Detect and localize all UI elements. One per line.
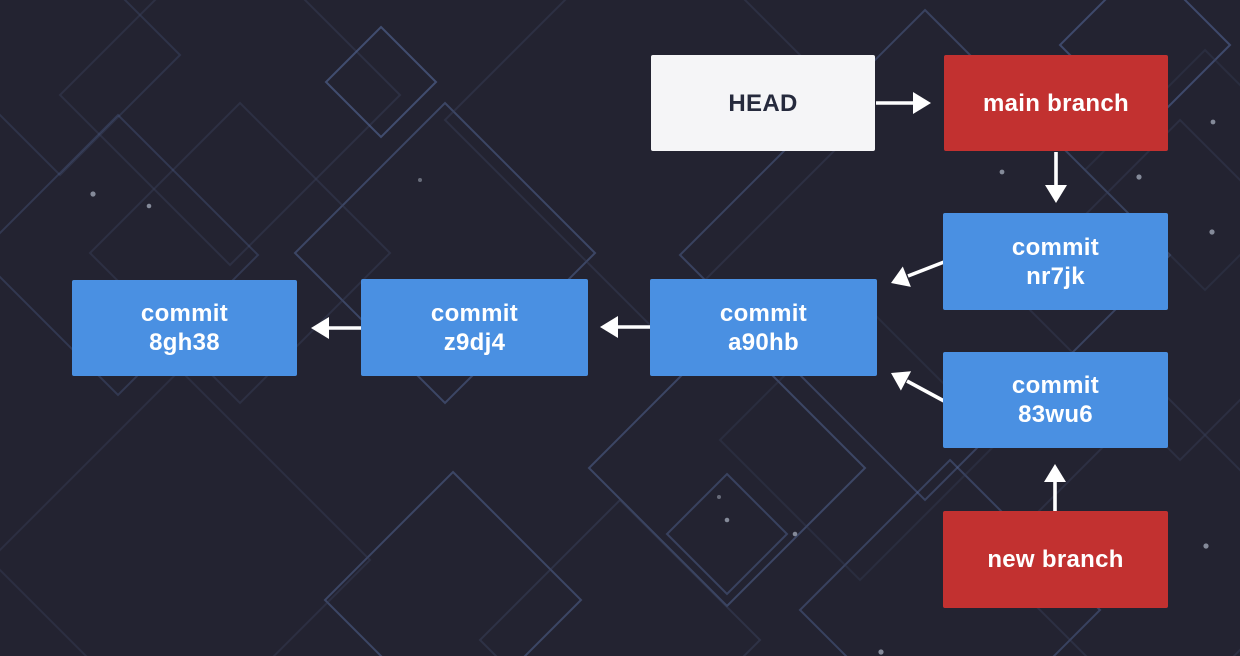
- commit-hash: 83wu6: [1018, 401, 1093, 428]
- node-main-branch-label: main branch: [983, 89, 1129, 117]
- node-commit-8gh38: commit 8gh38: [72, 280, 297, 376]
- commit-hash: 8gh38: [149, 329, 220, 356]
- arrow-new-to-83wu6: [1044, 464, 1066, 511]
- node-main-branch: main branch: [944, 55, 1168, 151]
- commit-hash: nr7jk: [1026, 262, 1085, 290]
- arrow-z9dj4-to-8gh38: [311, 317, 361, 339]
- commit-word: commit: [140, 300, 229, 327]
- commit-hash: a90hb: [728, 328, 799, 356]
- node-new-branch-label: new branch: [987, 546, 1124, 573]
- node-commit-nr7jk: commit nr7jk: [943, 213, 1168, 310]
- node-commit-a90hb: commit a90hb: [650, 279, 877, 376]
- node-head-label: HEAD: [728, 89, 798, 117]
- arrow-a90hb-to-z9dj4: [600, 316, 650, 338]
- arrow-head-to-main: [876, 92, 931, 114]
- arrow-83wu6-to-a90hb: [891, 371, 945, 403]
- arrow-nr7jk-to-a90hb: [891, 260, 945, 287]
- commit-hash: z9dj4: [443, 328, 506, 356]
- commit-word: commit: [1011, 372, 1100, 399]
- node-new-branch: new branch: [943, 511, 1168, 608]
- commit-word: commit: [1011, 233, 1100, 261]
- commit-word: commit: [430, 299, 519, 327]
- node-head: HEAD: [651, 55, 875, 151]
- node-commit-83wu6: commit 83wu6: [943, 352, 1168, 448]
- node-commit-z9dj4: commit z9dj4: [361, 279, 588, 376]
- commit-word: commit: [719, 299, 808, 327]
- arrow-main-to-nr7jk: [1045, 152, 1067, 203]
